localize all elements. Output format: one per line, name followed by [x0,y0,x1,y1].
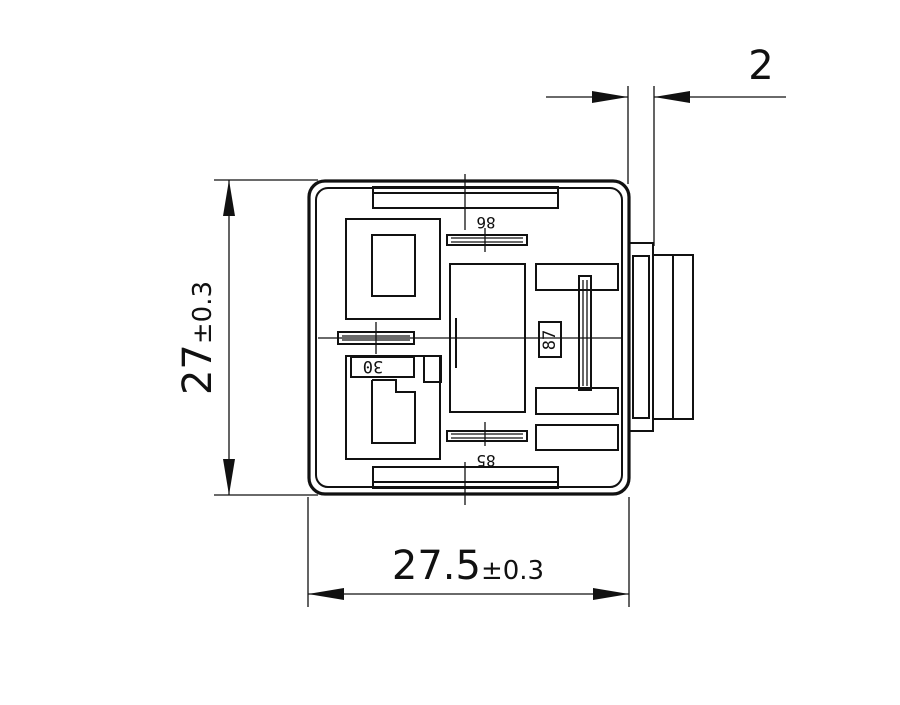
pin-label-86: 86 [476,213,495,232]
relay-body [307,174,631,505]
pin-label-30: 30 [363,356,383,376]
dimension-top-gap [546,86,786,246]
dimension-top-gap-value: 2 [748,43,773,89]
dimension-height [214,179,318,496]
dimension-width [307,497,630,607]
dimension-width-tolerance: ±0.3 [481,556,544,586]
dimension-width-main: 27.5 [392,543,481,589]
dimension-height-main: 27 [175,344,221,395]
pin-label-87: 87 [540,330,560,350]
pin-label-85: 85 [476,451,495,470]
side-flange [628,242,694,432]
dimension-height-tolerance: ±0.3 [188,281,218,344]
dimension-height-value: 27±0.3 [175,281,221,395]
dimension-width-value: 27.5±0.3 [392,543,544,589]
